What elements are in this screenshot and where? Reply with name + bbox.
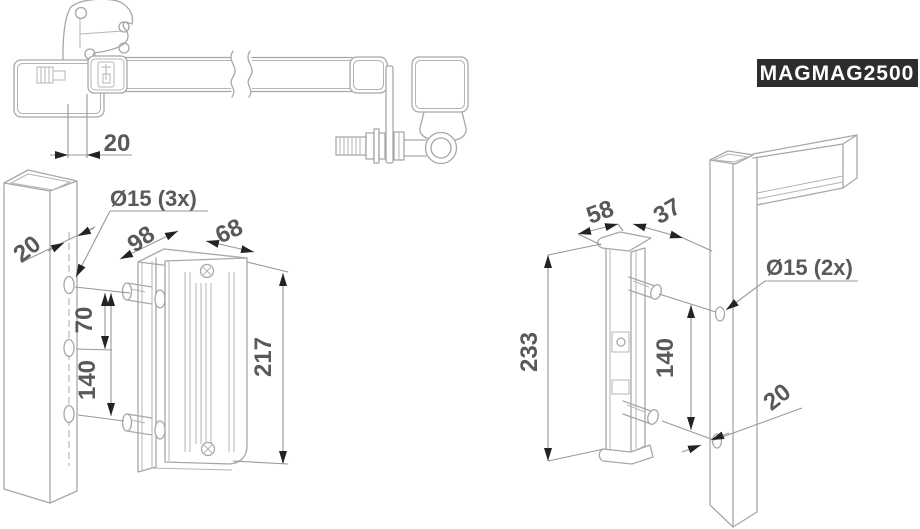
- gate-rail-top: [123, 50, 388, 98]
- magnet-body: [149, 257, 248, 471]
- carriage-bolt-lower: [121, 413, 153, 436]
- pivot-hole: [74, 6, 88, 20]
- latch-housing: [87, 55, 128, 94]
- badge-background: [757, 59, 918, 87]
- dim-height-217: 217: [232, 261, 289, 465]
- bracket-side: [419, 111, 432, 140]
- bolt-head: [154, 420, 166, 440]
- pivot-hole: [118, 21, 130, 33]
- dim-offset-37-label: 37: [649, 193, 686, 230]
- break-line: [247, 50, 253, 98]
- break-line: [230, 50, 236, 98]
- fixing-screw-top: [199, 263, 215, 279]
- top-view: 20: [13, 0, 469, 165]
- magnet-assembly: [121, 248, 248, 473]
- dim-hole-spacing-70-label: 70: [71, 307, 98, 334]
- bolt-top-view: [36, 66, 66, 84]
- pivot-hole: [118, 42, 130, 54]
- dim-hole-spacing-140-right-label: 140: [652, 338, 679, 378]
- adjuster-hole: [616, 337, 626, 347]
- dim-hole-spacing-70: 70: [71, 286, 131, 351]
- bracket-flange: [137, 257, 166, 473]
- drill-hole: [63, 338, 75, 358]
- post-top-view-right: [411, 56, 469, 165]
- rail-end-cap: [349, 56, 388, 94]
- nut: [378, 132, 386, 160]
- bolt-head: [154, 289, 166, 309]
- dim-hole-spacing-140: 140: [74, 293, 125, 422]
- fixing-screw-bottom: [200, 441, 216, 457]
- dim-gate-gap-label: 20: [104, 130, 131, 157]
- dim-hole-spacing-140-label: 140: [74, 360, 101, 400]
- bracket-side: [454, 111, 467, 141]
- drill-hole: [63, 404, 75, 424]
- mounting-plate: [385, 65, 394, 164]
- dim-edge-offset-left-label: 20: [8, 231, 46, 269]
- pivot-ring-outer: [424, 131, 458, 165]
- threaded-rod-assembly: [335, 65, 427, 164]
- holes-label-magnet: Ø15 (3x): [110, 186, 197, 211]
- armature-mount-view: 58 37 233 140 Ø15 (2x) 2: [516, 134, 858, 528]
- dim-holes-magnet: Ø15 (3x): [75, 186, 208, 278]
- drill-hole: [714, 306, 726, 322]
- dim-width-68: 68: [205, 214, 255, 253]
- stud-bolt-lower: [622, 400, 659, 425]
- armature-bottom-plate: [598, 444, 654, 465]
- dim-edge-offset-right: 20: [681, 379, 803, 454]
- dim-height-233: 233: [516, 243, 605, 462]
- product-model-label: MAGMAG2500: [760, 62, 915, 85]
- washer: [373, 128, 380, 164]
- dim-gate-gap: 20: [50, 94, 132, 159]
- nut: [365, 132, 375, 160]
- drill-hole: [63, 275, 75, 295]
- magnet-mount-view: 20 Ø15 (3x) 98 68 70 140: [3, 169, 289, 504]
- dim-height-233-label: 233: [516, 332, 543, 372]
- carriage-bolt-upper: [121, 282, 153, 305]
- holes-label-armature: Ø15 (2x): [766, 255, 853, 280]
- dim-edge-offset-left: 20: [8, 226, 96, 269]
- dim-depth-58-label: 58: [583, 195, 617, 230]
- dim-hole-spacing-140-right: 140: [652, 293, 717, 441]
- dim-holes-armature: Ø15 (2x): [725, 255, 858, 311]
- mount-post: [3, 169, 78, 504]
- stud-bolt-upper: [628, 276, 662, 300]
- dim-depth-98-label: 98: [123, 221, 160, 258]
- product-badge: MAGMAG2500: [757, 59, 918, 87]
- gate-post: [709, 150, 758, 528]
- gate-frame-rail: [752, 134, 858, 206]
- dim-height-217-label: 217: [250, 337, 277, 377]
- dim-edge-offset-right-label: 20: [758, 379, 796, 417]
- pivot-ring-inner: [430, 137, 452, 159]
